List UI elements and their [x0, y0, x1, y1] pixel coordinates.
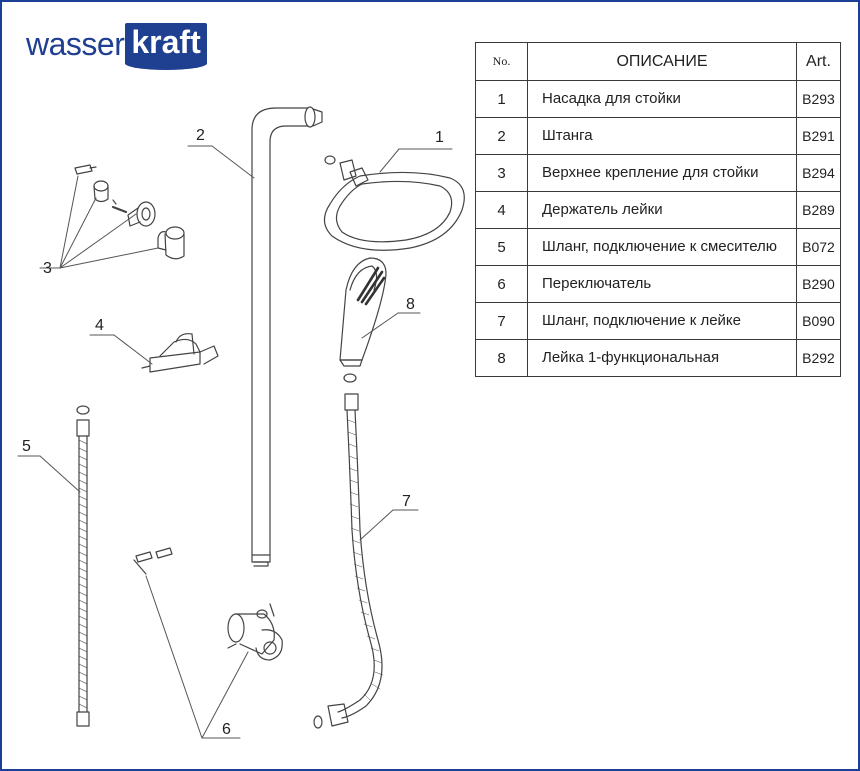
- part-shower-head: [323, 167, 465, 251]
- row-description: Насадка для стойки: [527, 80, 797, 118]
- row-art: B294: [796, 154, 841, 192]
- row-art: B289: [796, 191, 841, 229]
- header-art: Art.: [796, 42, 841, 81]
- part-hand-shower-nozzles: [356, 266, 386, 306]
- callout-5: 5: [22, 438, 31, 455]
- part-rod: [251, 106, 323, 567]
- callout-1: 1: [435, 129, 444, 146]
- row-no: 2: [475, 117, 528, 155]
- row-art: B292: [796, 339, 841, 377]
- part-mixer-hose-ribs: [78, 439, 88, 709]
- row-description: Лейка 1-функциональная: [527, 339, 797, 377]
- callout-7: 7: [402, 493, 411, 510]
- callout-6: 6: [222, 721, 231, 738]
- row-art: B072: [796, 228, 841, 266]
- part-mixer-hose: [76, 405, 90, 727]
- row-description: Верхнее крепление для стойки: [527, 154, 797, 192]
- brand-logo-part1: wasser: [26, 25, 125, 62]
- callout-2: 2: [196, 127, 205, 144]
- callout-8: 8: [406, 296, 415, 313]
- row-description: Переключатель: [527, 265, 797, 303]
- callout-leaders: [17, 145, 453, 739]
- row-no: 8: [475, 339, 528, 377]
- row-description: Шланг, подключение к смесителю: [527, 228, 797, 266]
- row-description: Держатель лейки: [527, 191, 797, 229]
- part-handshower-hose: [313, 393, 383, 729]
- row-art: B293: [796, 80, 841, 118]
- row-art: B090: [796, 302, 841, 340]
- callout-4: 4: [95, 317, 104, 334]
- row-no: 4: [475, 191, 528, 229]
- header-no: No.: [475, 42, 528, 81]
- callout-3: 3: [43, 260, 52, 277]
- part-handshower-hose-ribs: [347, 419, 384, 701]
- parts-table-header: No. ОПИСАНИЕ Art.: [475, 42, 841, 81]
- part-handshower-holder: [141, 333, 219, 373]
- header-description: ОПИСАНИЕ: [527, 42, 797, 81]
- row-art: B290: [796, 265, 841, 303]
- brand-logo-part2: kraft: [125, 23, 208, 70]
- row-no: 3: [475, 154, 528, 192]
- part-upper-mount: [74, 164, 185, 260]
- part-diverter: [133, 547, 283, 661]
- row-description: Шланг, подключение к лейке: [527, 302, 797, 340]
- part-connector-nut: [324, 155, 357, 181]
